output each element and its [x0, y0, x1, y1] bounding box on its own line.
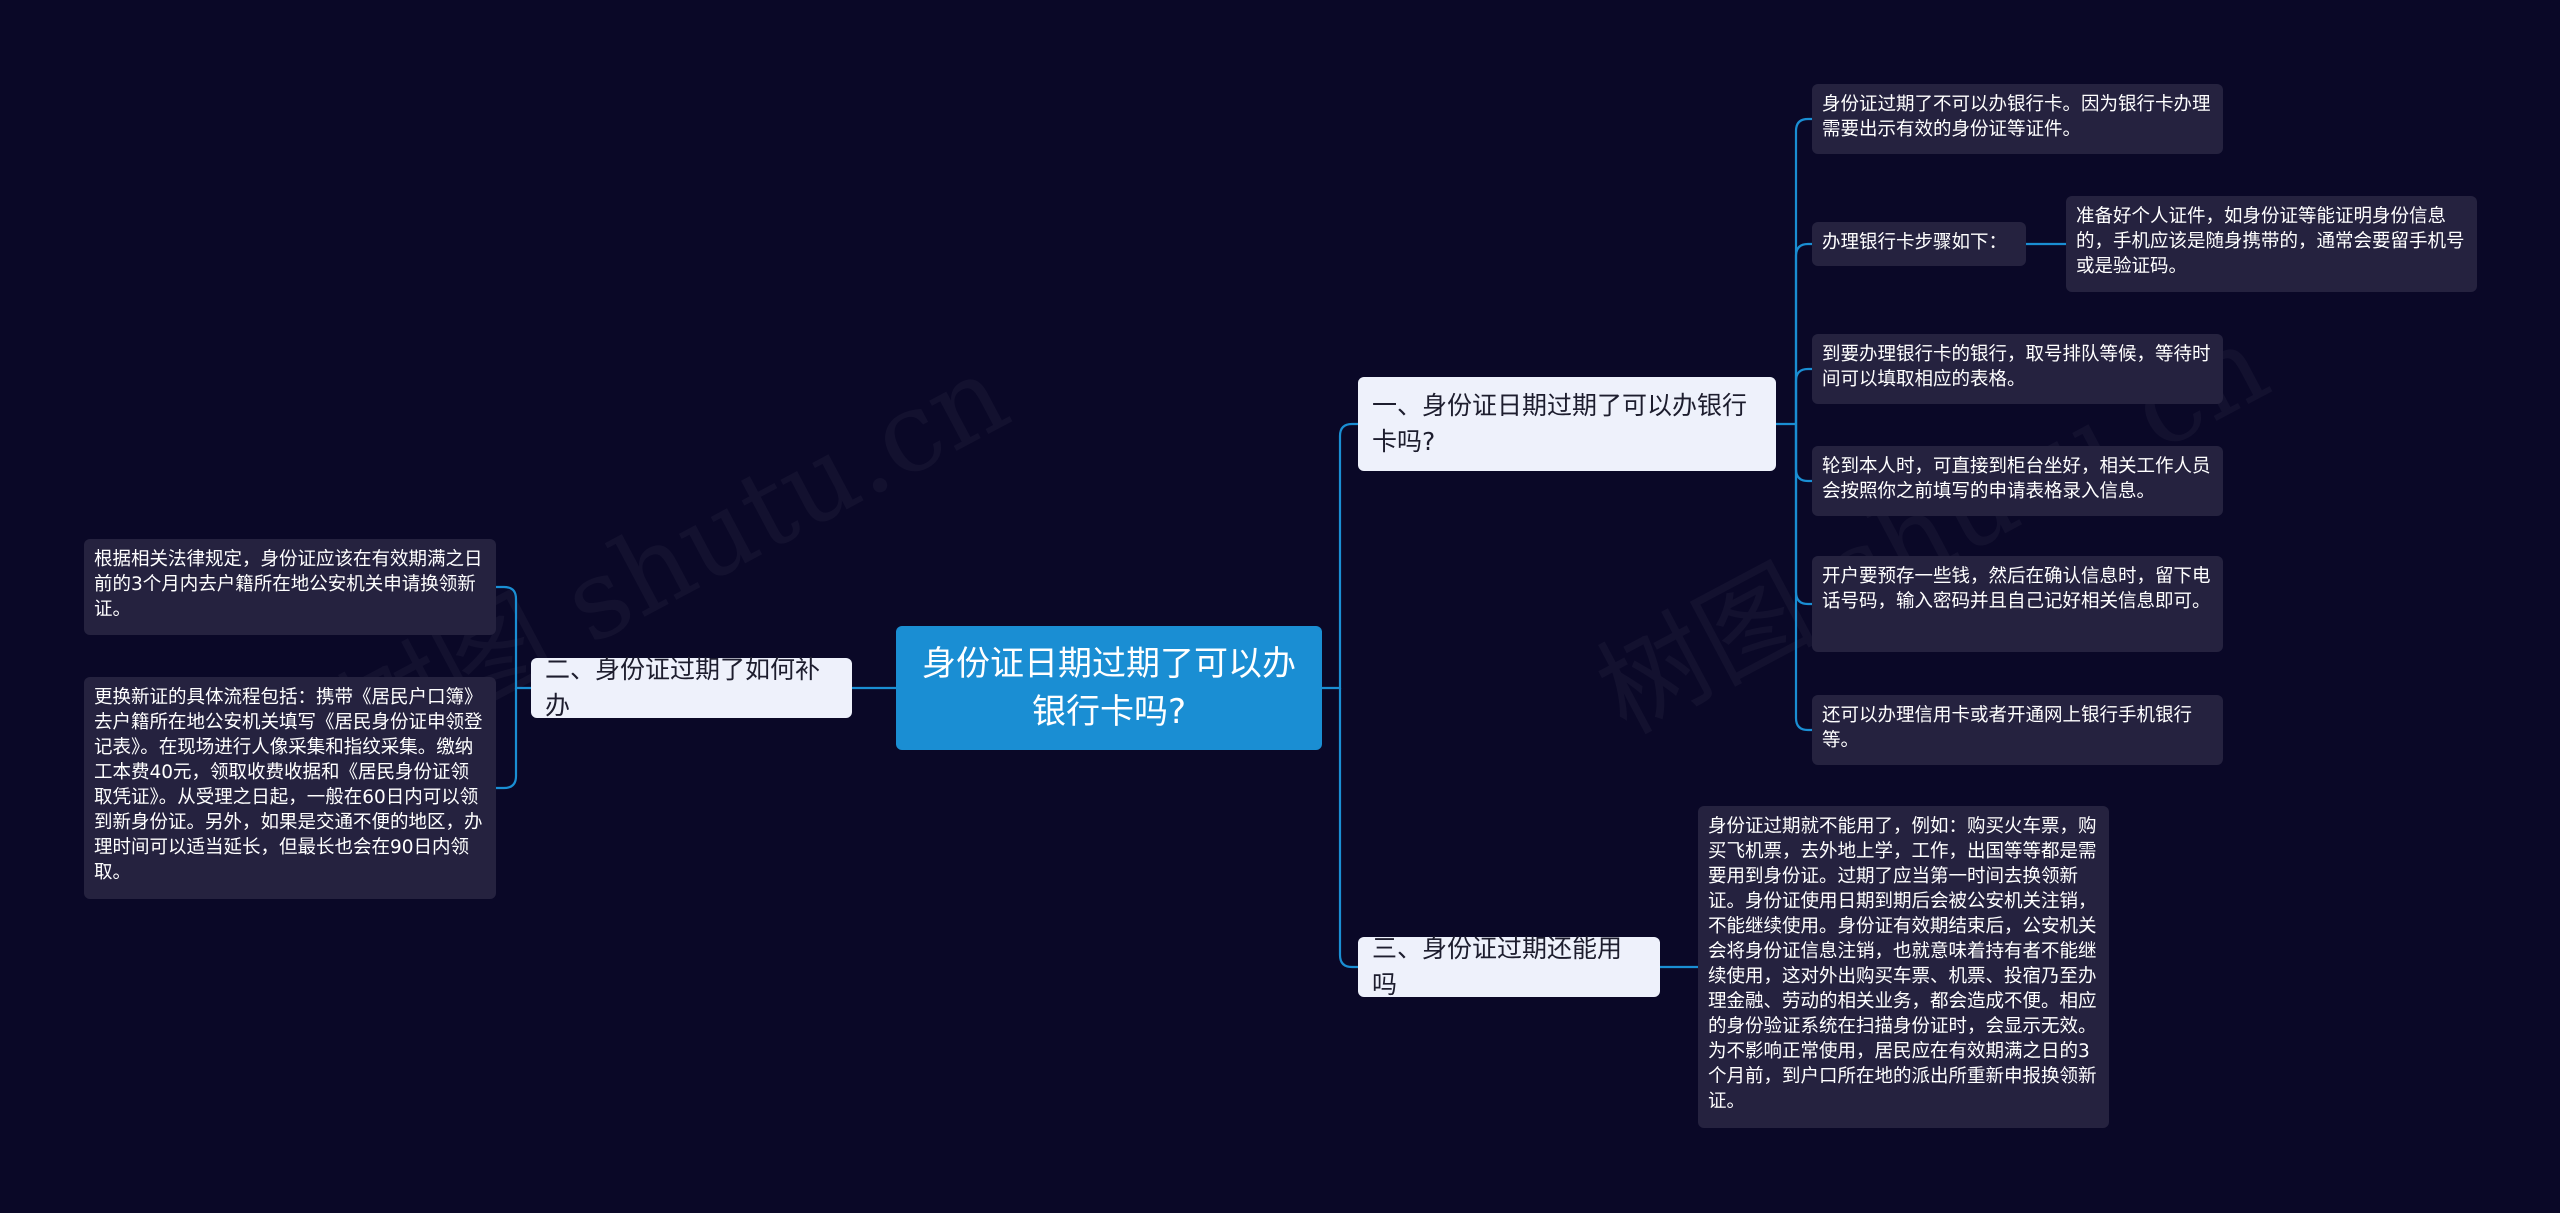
leaf-topic[interactable]: 开户要预存一些钱，然后在确认信息时，留下电话号码，输入密码并且自己记好相关信息即…	[1812, 556, 2223, 652]
root-topic[interactable]: 身份证日期过期了可以办银行卡吗?	[896, 626, 1322, 750]
connector-root-right	[1322, 422, 1358, 690]
connector-branch-1	[1794, 424, 1812, 606]
leaf-topic[interactable]: 还可以办理信用卡或者开通网上银行手机银行等。	[1812, 695, 2223, 765]
leaf-topic[interactable]: 到要办理银行卡的银行，取号排队等候，等待时间可以填取相应的表格。	[1812, 334, 2223, 404]
connector-branch-2	[496, 688, 518, 790]
leaf-topic-steps[interactable]: 办理银行卡步骤如下：	[1812, 222, 2026, 266]
leaf-topic[interactable]: 身份证过期了不可以办银行卡。因为银行卡办理需要出示有效的身份证等证件。	[1812, 84, 2223, 154]
connector-branch-1	[1794, 367, 1812, 424]
connector-branch-1	[1794, 117, 1812, 424]
connector-branch-2	[496, 585, 531, 690]
branch-topic-3[interactable]: 三、身份证过期还能用吗	[1358, 934, 1660, 999]
connector-branch-1	[1794, 242, 1812, 424]
leaf-topic[interactable]: 更换新证的具体流程包括：携带《居民户口簿》去户籍所在地公安机关填写《居民身份证申…	[84, 677, 496, 899]
leaf-topic[interactable]: 身份证过期就不能用了，例如：购买火车票，购买飞机票，去外地上学，工作，出国等等都…	[1698, 806, 2109, 1128]
leaf-topic-steps-detail[interactable]: 准备好个人证件，如身份证等能证明身份信息的，手机应该是随身携带的，通常会要留手机…	[2066, 196, 2477, 292]
connector-branch-1	[1794, 424, 1812, 483]
branch-topic-2[interactable]: 二、身份证过期了如何补办	[531, 655, 852, 720]
branch-topic-1[interactable]: 一、身份证日期过期了可以办银行卡吗?	[1358, 377, 1776, 471]
connector-branch-1	[1794, 424, 1812, 732]
leaf-topic[interactable]: 根据相关法律规定，身份证应该在有效期满之日前的3个月内去户籍所在地公安机关申请换…	[84, 539, 496, 635]
leaf-topic[interactable]: 轮到本人时，可直接到柜台坐好，相关工作人员会按照你之前填写的申请表格录入信息。	[1812, 446, 2223, 516]
connector-root-right	[1338, 688, 1358, 969]
